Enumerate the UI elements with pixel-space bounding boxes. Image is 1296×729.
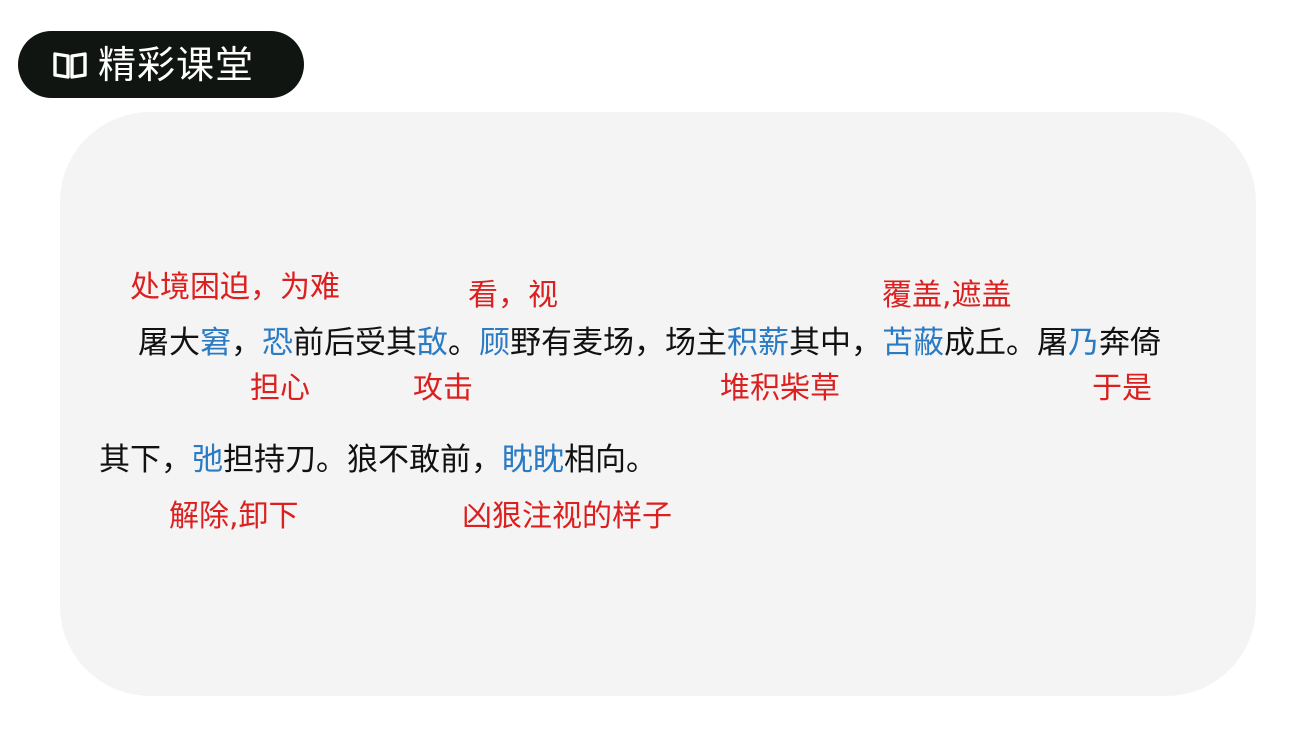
annotation-jiong: 处境困迫，为难	[130, 270, 340, 305]
passage-segment: 屠大	[138, 325, 200, 361]
annotation-dandan: 凶狠注视的样子	[462, 499, 672, 534]
keyword-jixin: 积薪	[727, 325, 789, 361]
passage-segment: ，	[231, 325, 262, 361]
passage-segment: 其中，	[789, 325, 882, 361]
passage-segment: 成丘。屠	[944, 325, 1068, 361]
passage-segment: 。	[448, 325, 479, 361]
keyword-shanbi: 苫蔽	[882, 325, 944, 361]
passage-line-2: 其下，弛担持刀。狼不敢前，眈眈相向。	[99, 445, 657, 476]
open-book-icon	[53, 51, 87, 79]
passage-segment: 其下，	[99, 442, 192, 478]
keyword-dandan: 眈眈	[502, 442, 564, 478]
annotation-shanbi: 覆盖,遮盖	[882, 278, 1012, 313]
keyword-chi: 弛	[192, 442, 223, 478]
keyword-kong: 恐	[262, 325, 293, 361]
annotation-jixin: 堆积柴草	[720, 371, 840, 406]
content-card	[60, 112, 1256, 696]
annotation-gu: 看，视	[468, 278, 558, 313]
annotation-di: 攻击	[413, 371, 473, 406]
section-header: 精彩课堂	[18, 31, 304, 98]
passage-segment: 相向。	[564, 442, 657, 478]
keyword-di: 敌	[417, 325, 448, 361]
annotation-kong: 担心	[250, 371, 310, 406]
annotation-chi: 解除,卸下	[169, 499, 299, 534]
annotation-nai: 于是	[1092, 371, 1152, 406]
keyword-jiong: 窘	[200, 325, 231, 361]
passage-segment: 前后受其	[293, 325, 417, 361]
passage-segment: 担持刀。狼不敢前，	[223, 442, 502, 478]
passage-segment: 野有麦场，场主	[510, 325, 727, 361]
keyword-nai: 乃	[1068, 325, 1099, 361]
passage-line-1: 屠大窘，恐前后受其敌。顾野有麦场，场主积薪其中，苫蔽成丘。屠乃奔倚	[138, 328, 1161, 359]
passage-segment: 奔倚	[1099, 325, 1161, 361]
keyword-gu: 顾	[479, 325, 510, 361]
section-title: 精彩课堂	[98, 42, 255, 87]
